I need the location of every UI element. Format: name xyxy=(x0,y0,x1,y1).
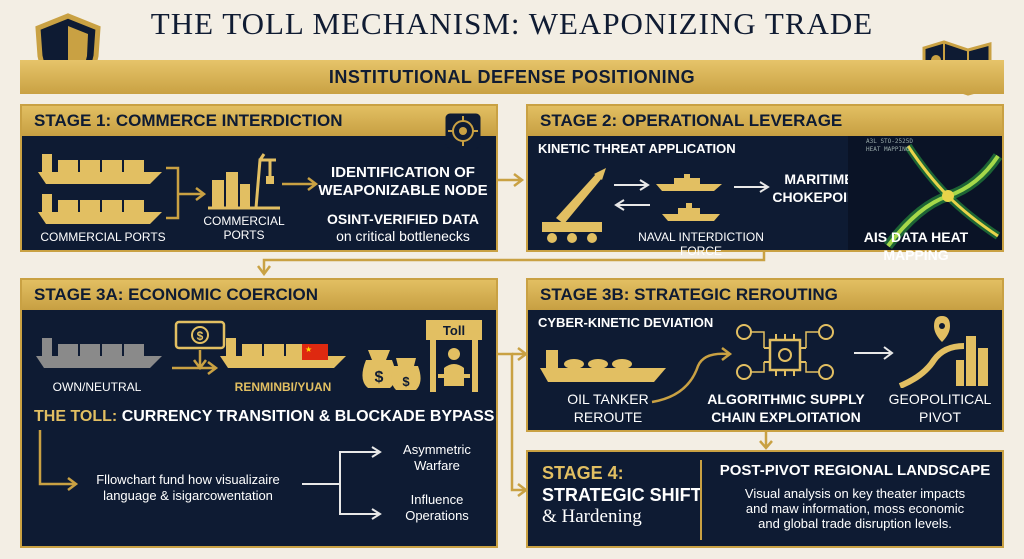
svg-text:★: ★ xyxy=(305,345,312,354)
stage-2-title: STAGE 2: OPERATIONAL LEVERAGE xyxy=(528,106,1002,136)
flow-arrow xyxy=(852,346,896,365)
stage-2-panel: STAGE 2: OPERATIONAL LEVERAGE KINETIC TH… xyxy=(526,104,1004,263)
map-tag-2: HEAT MAPPING xyxy=(866,146,910,153)
stage3b-to-stage4-arrow xyxy=(756,432,776,457)
stage-3a-panel: STAGE 3A: ECONOMIC COERCION OWN/NEUTRAL … xyxy=(20,278,498,548)
flow-arrow xyxy=(280,176,320,197)
own-neutral-label: OWN/NEUTRAL xyxy=(52,380,142,394)
infl-line-2: Operations xyxy=(405,508,469,523)
kinetic-label: KINETIC THREAT APPLICATION xyxy=(538,141,736,156)
cyber-label: CYBER-KINETIC DEVIATION xyxy=(538,315,714,330)
stage-4-title: STAGE 4: STRATEGIC SHIFT & Hardening xyxy=(542,462,702,528)
landscape-title: POST-PIVOT REGIONAL LANDSCAPE xyxy=(719,462,991,479)
stage-3a-title: STAGE 3A: ECONOMIC COERCION xyxy=(22,280,496,310)
merge-arrow xyxy=(164,164,207,229)
yuan-ship-icon xyxy=(218,334,348,375)
flow-arrow xyxy=(648,346,738,411)
oil-tanker-icon xyxy=(538,344,668,389)
stage1-to-stage2-arrow xyxy=(498,172,526,193)
flow-arrow xyxy=(732,180,772,198)
algo-line-2: CHAIN EXPLOITATION xyxy=(711,409,861,425)
banner-text: INSTITUTIONAL DEFENSE POSITIONING xyxy=(328,66,696,87)
renminbi-label: RENMINBI/YUAN xyxy=(234,380,332,394)
algo-line-1: ALGORITHMIC SUPPLY xyxy=(707,391,865,407)
osint-line-2: on critical bottlenecks xyxy=(336,228,470,244)
page-title: THE TOLL MECHANISM: WEAPONIZING TRADE xyxy=(150,6,874,41)
svg-text:$: $ xyxy=(197,329,204,343)
landscape-desc: Visual analysis on key theater impacts a… xyxy=(710,486,1000,531)
stage-3b-title: STAGE 3B: STRATEGIC REROUTING xyxy=(528,280,1002,310)
divider xyxy=(700,460,702,540)
toll-rest: CURRENCY TRANSITION & BLOCKADE BYPASS xyxy=(117,408,495,425)
toll-sign-text: Toll xyxy=(442,322,466,338)
flowchart-connector xyxy=(34,430,494,547)
ports-mid-label: COMMERCIAL PORTS xyxy=(203,214,285,242)
neutral-ship-icon xyxy=(34,334,164,375)
money-bags-icon: $ $ xyxy=(358,340,424,397)
port-crane-icon xyxy=(208,150,280,215)
asym-line-2: Warfare xyxy=(414,458,460,473)
left-arrow xyxy=(612,198,652,216)
toll-prefix: THE TOLL: xyxy=(34,408,118,425)
ports-left-label: COMMERCIAL PORTS xyxy=(40,230,166,244)
desc-line-1: Visual analysis on key theater impacts xyxy=(744,486,966,501)
stage-4-title-line-1: STAGE 4: xyxy=(542,463,624,483)
influence-operations: Influence Operations xyxy=(382,492,492,524)
target-icon xyxy=(444,112,482,155)
stage-4-panel: STAGE 4: STRATEGIC SHIFT & Hardening POS… xyxy=(526,450,1004,548)
stage3a-to-3b-4-arrow xyxy=(498,340,529,505)
svg-text:$: $ xyxy=(375,369,384,386)
chokepoint-line-1: MARITIME xyxy=(784,171,854,187)
right-arrow xyxy=(612,178,652,196)
node-line-2: WEAPONIZABLE NODE xyxy=(318,182,488,199)
desc-line-2: and maw information, moss economic xyxy=(745,501,965,516)
node-line-1: IDENTIFICATION OF xyxy=(331,164,475,181)
chokepoint-line-2: CHOKEPOINT xyxy=(772,189,866,205)
ais-label: AIS DATA HEAT MAPPING xyxy=(863,229,969,263)
osint-line-1: OSINT-VERIFIED DATA xyxy=(327,211,479,227)
flow-line-2: language & isigarcowentation xyxy=(103,488,273,503)
oil-line-1: OIL TANKER xyxy=(567,391,649,407)
asymmetric-warfare: Asymmetric Warfare xyxy=(382,442,492,474)
stage-4-title-line-3: & Hardening xyxy=(542,506,642,527)
stage-1-panel: STAGE 1: COMMERCE INTERDICTION COMMERCIA… xyxy=(20,104,498,252)
naval-label: NAVAL INTERDICTION FORCE xyxy=(638,230,764,258)
geo-line-2: PIVOT xyxy=(918,409,961,425)
flowchart-text: Fllowchart fund how visualizaire languag… xyxy=(78,472,298,504)
stage-3b-panel: STAGE 3B: STRATEGIC REROUTING CYBER-KINE… xyxy=(526,278,1004,432)
geopolitical-pivot-icon xyxy=(894,316,994,393)
map-tag-1: A3L STO-2525D xyxy=(866,138,913,145)
toll-statement: THE TOLL: CURRENCY TRANSITION & BLOCKADE… xyxy=(34,408,494,426)
china-flag-icon: ★ xyxy=(302,344,328,360)
warship-icon xyxy=(660,200,722,227)
dollar-note-icon: $ xyxy=(172,320,228,385)
warship-icon xyxy=(654,170,724,197)
desc-line-3: and global trade disruption levels. xyxy=(758,516,952,531)
stage-4-title-line-2: STRATEGIC SHIFT xyxy=(542,485,702,505)
toll-booth-icon xyxy=(426,340,482,399)
toll-sign: Toll xyxy=(426,320,482,340)
flow-arrow xyxy=(170,360,220,381)
banner: INSTITUTIONAL DEFENSE POSITIONING xyxy=(20,60,1004,94)
supply-chain-chip-icon xyxy=(730,320,840,391)
infl-line-1: Influence xyxy=(410,492,464,507)
oil-line-2: REROUTE xyxy=(573,409,643,425)
cargo-ship-icon xyxy=(36,192,164,231)
geo-line-1: GEOPOLITICAL xyxy=(888,391,992,407)
stage-1-title: STAGE 1: COMMERCE INTERDICTION xyxy=(22,106,496,136)
stage2-to-stage3a-arrow xyxy=(250,252,770,281)
heat-map: A3L STO-2525D HEAT MAPPING xyxy=(848,136,1003,250)
cargo-ship-icon xyxy=(36,150,164,191)
flow-line-1: Fllowchart fund how visualizaire xyxy=(96,472,280,487)
svg-text:$: $ xyxy=(402,374,410,389)
missile-launcher-icon xyxy=(536,166,616,251)
asym-line-1: Asymmetric xyxy=(403,442,471,457)
